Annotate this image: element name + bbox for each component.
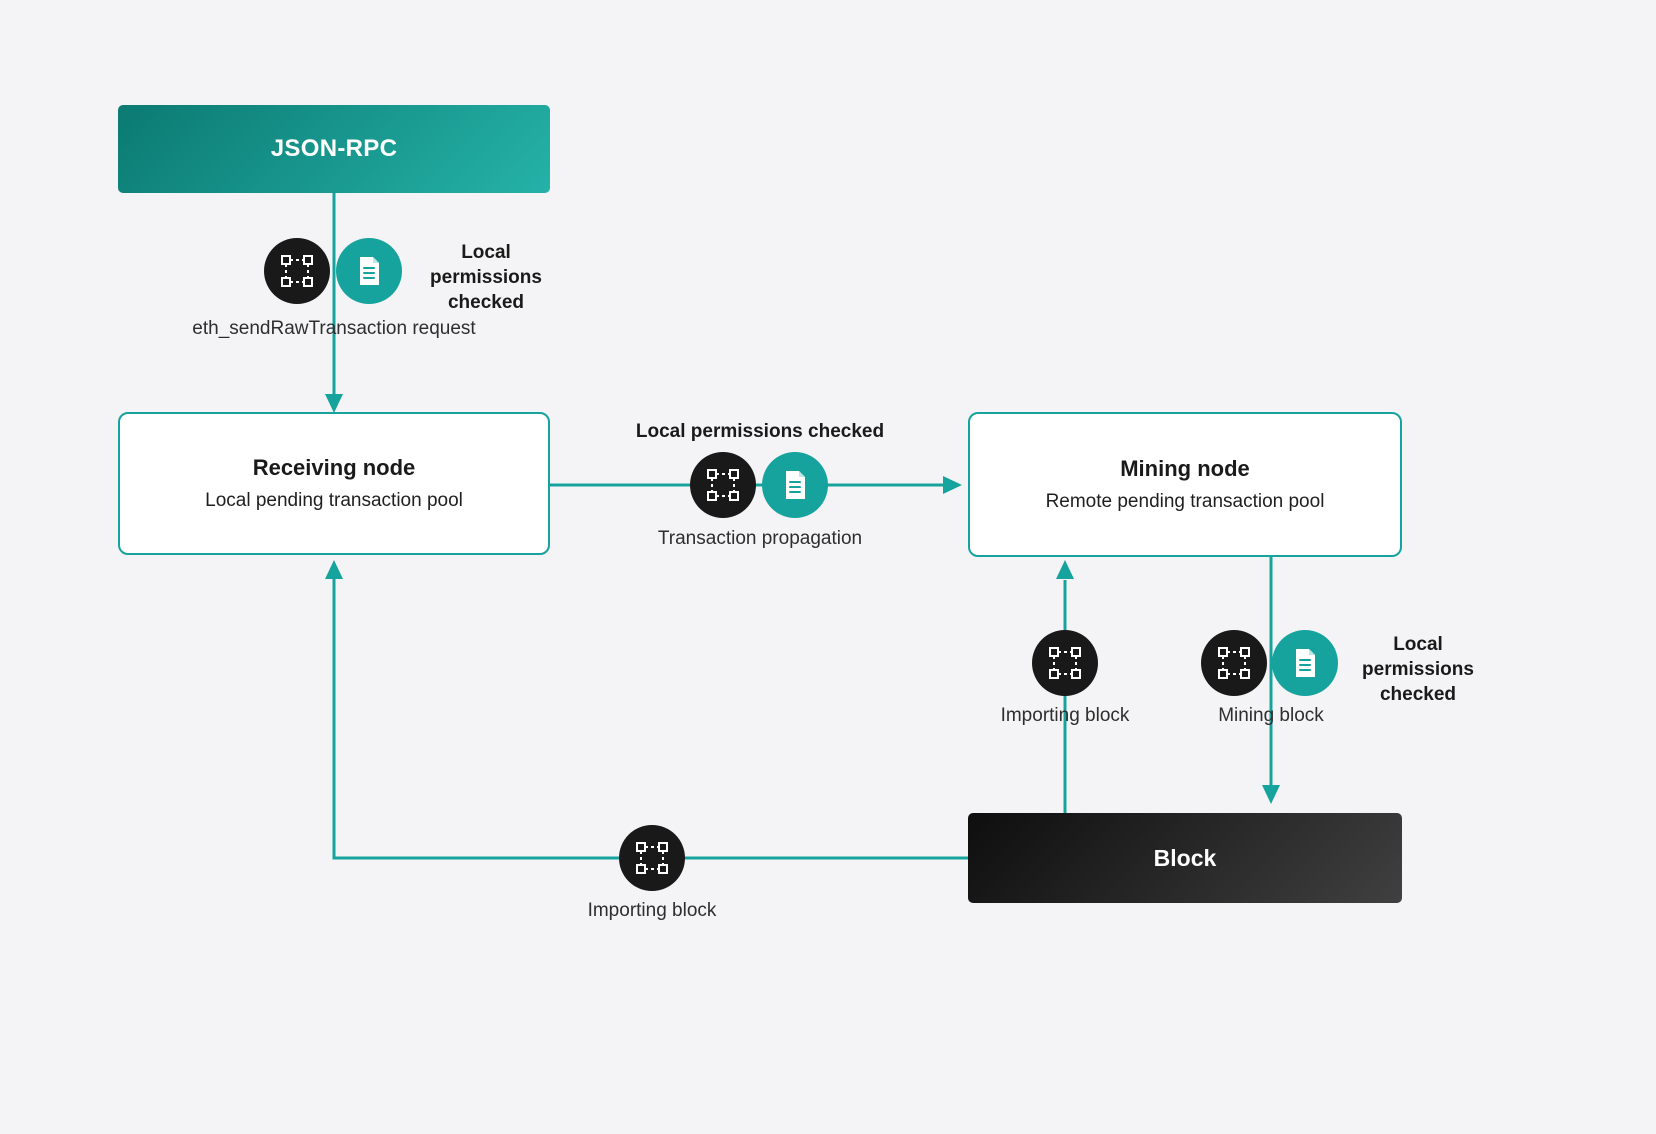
network-icon <box>1201 630 1267 696</box>
propagation-permissions-label: Local permissions checked <box>635 421 885 442</box>
block-box: Block <box>968 813 1402 903</box>
json-rpc-box: JSON-RPC <box>118 105 550 193</box>
network-icon <box>619 825 685 891</box>
propagation-label: Transaction propagation <box>657 528 863 549</box>
receiving-node-subtitle: Local pending transaction pool <box>205 490 463 511</box>
document-icon <box>336 238 402 304</box>
network-icon <box>264 238 330 304</box>
importing-block-receiving-label: Importing block <box>587 900 717 921</box>
arrowhead-down-into-block <box>1262 785 1280 804</box>
receiving-node-box: Receiving node Local pending transaction… <box>118 412 550 555</box>
network-icon <box>1032 630 1098 696</box>
importing-block-mining-label: Importing block <box>1000 705 1130 726</box>
rpc-permissions-label: Local permissions checked <box>430 242 542 314</box>
mining-block-permissions-label: Local permissions checked <box>1362 634 1474 706</box>
arrowhead-right-into-mining <box>943 476 962 494</box>
arrowhead-down-into-receiving <box>325 394 343 413</box>
mining-node-box: Mining node Remote pending transaction p… <box>968 412 1402 557</box>
json-rpc-title: JSON-RPC <box>270 135 398 162</box>
rpc-request-label: eth_sendRawTransaction request <box>192 318 476 339</box>
block-title: Block <box>1153 844 1217 871</box>
mining-node-subtitle: Remote pending transaction pool <box>1045 491 1325 512</box>
document-icon <box>762 452 828 518</box>
document-icon <box>1272 630 1338 696</box>
mining-node-title: Mining node <box>1120 456 1250 481</box>
receiving-node-title: Receiving node <box>252 455 416 480</box>
connector-block-to-receiving <box>332 578 968 860</box>
mining-block-label: Mining block <box>1218 705 1324 726</box>
arrowhead-up-into-receiving <box>325 560 343 579</box>
arrowhead-up-into-mining <box>1056 560 1074 579</box>
network-icon <box>690 452 756 518</box>
